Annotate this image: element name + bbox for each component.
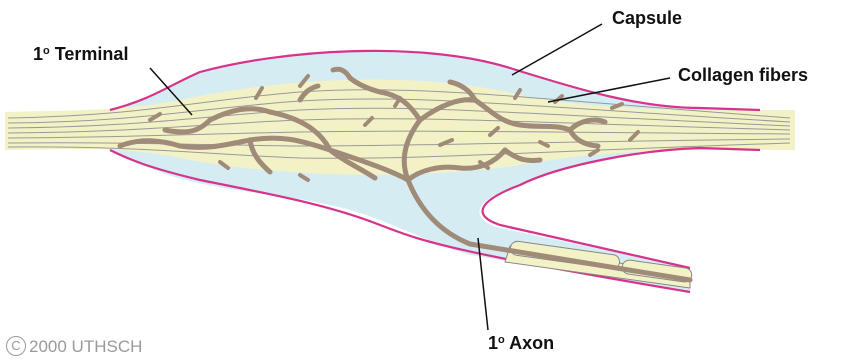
label-terminal: 1o Terminal <box>33 45 128 63</box>
label-axon: 1o Axon <box>488 334 554 352</box>
label-collagen-fibers: Collagen fibers <box>678 66 808 84</box>
label-capsule: Capsule <box>612 9 682 27</box>
copyright-text: 2000 UTHSCH <box>29 338 142 355</box>
collagen-band <box>5 80 795 175</box>
copyright-notice: C 2000 UTHSCH <box>6 336 142 356</box>
leader-capsule <box>512 24 602 75</box>
copyright-icon: C <box>6 336 26 356</box>
